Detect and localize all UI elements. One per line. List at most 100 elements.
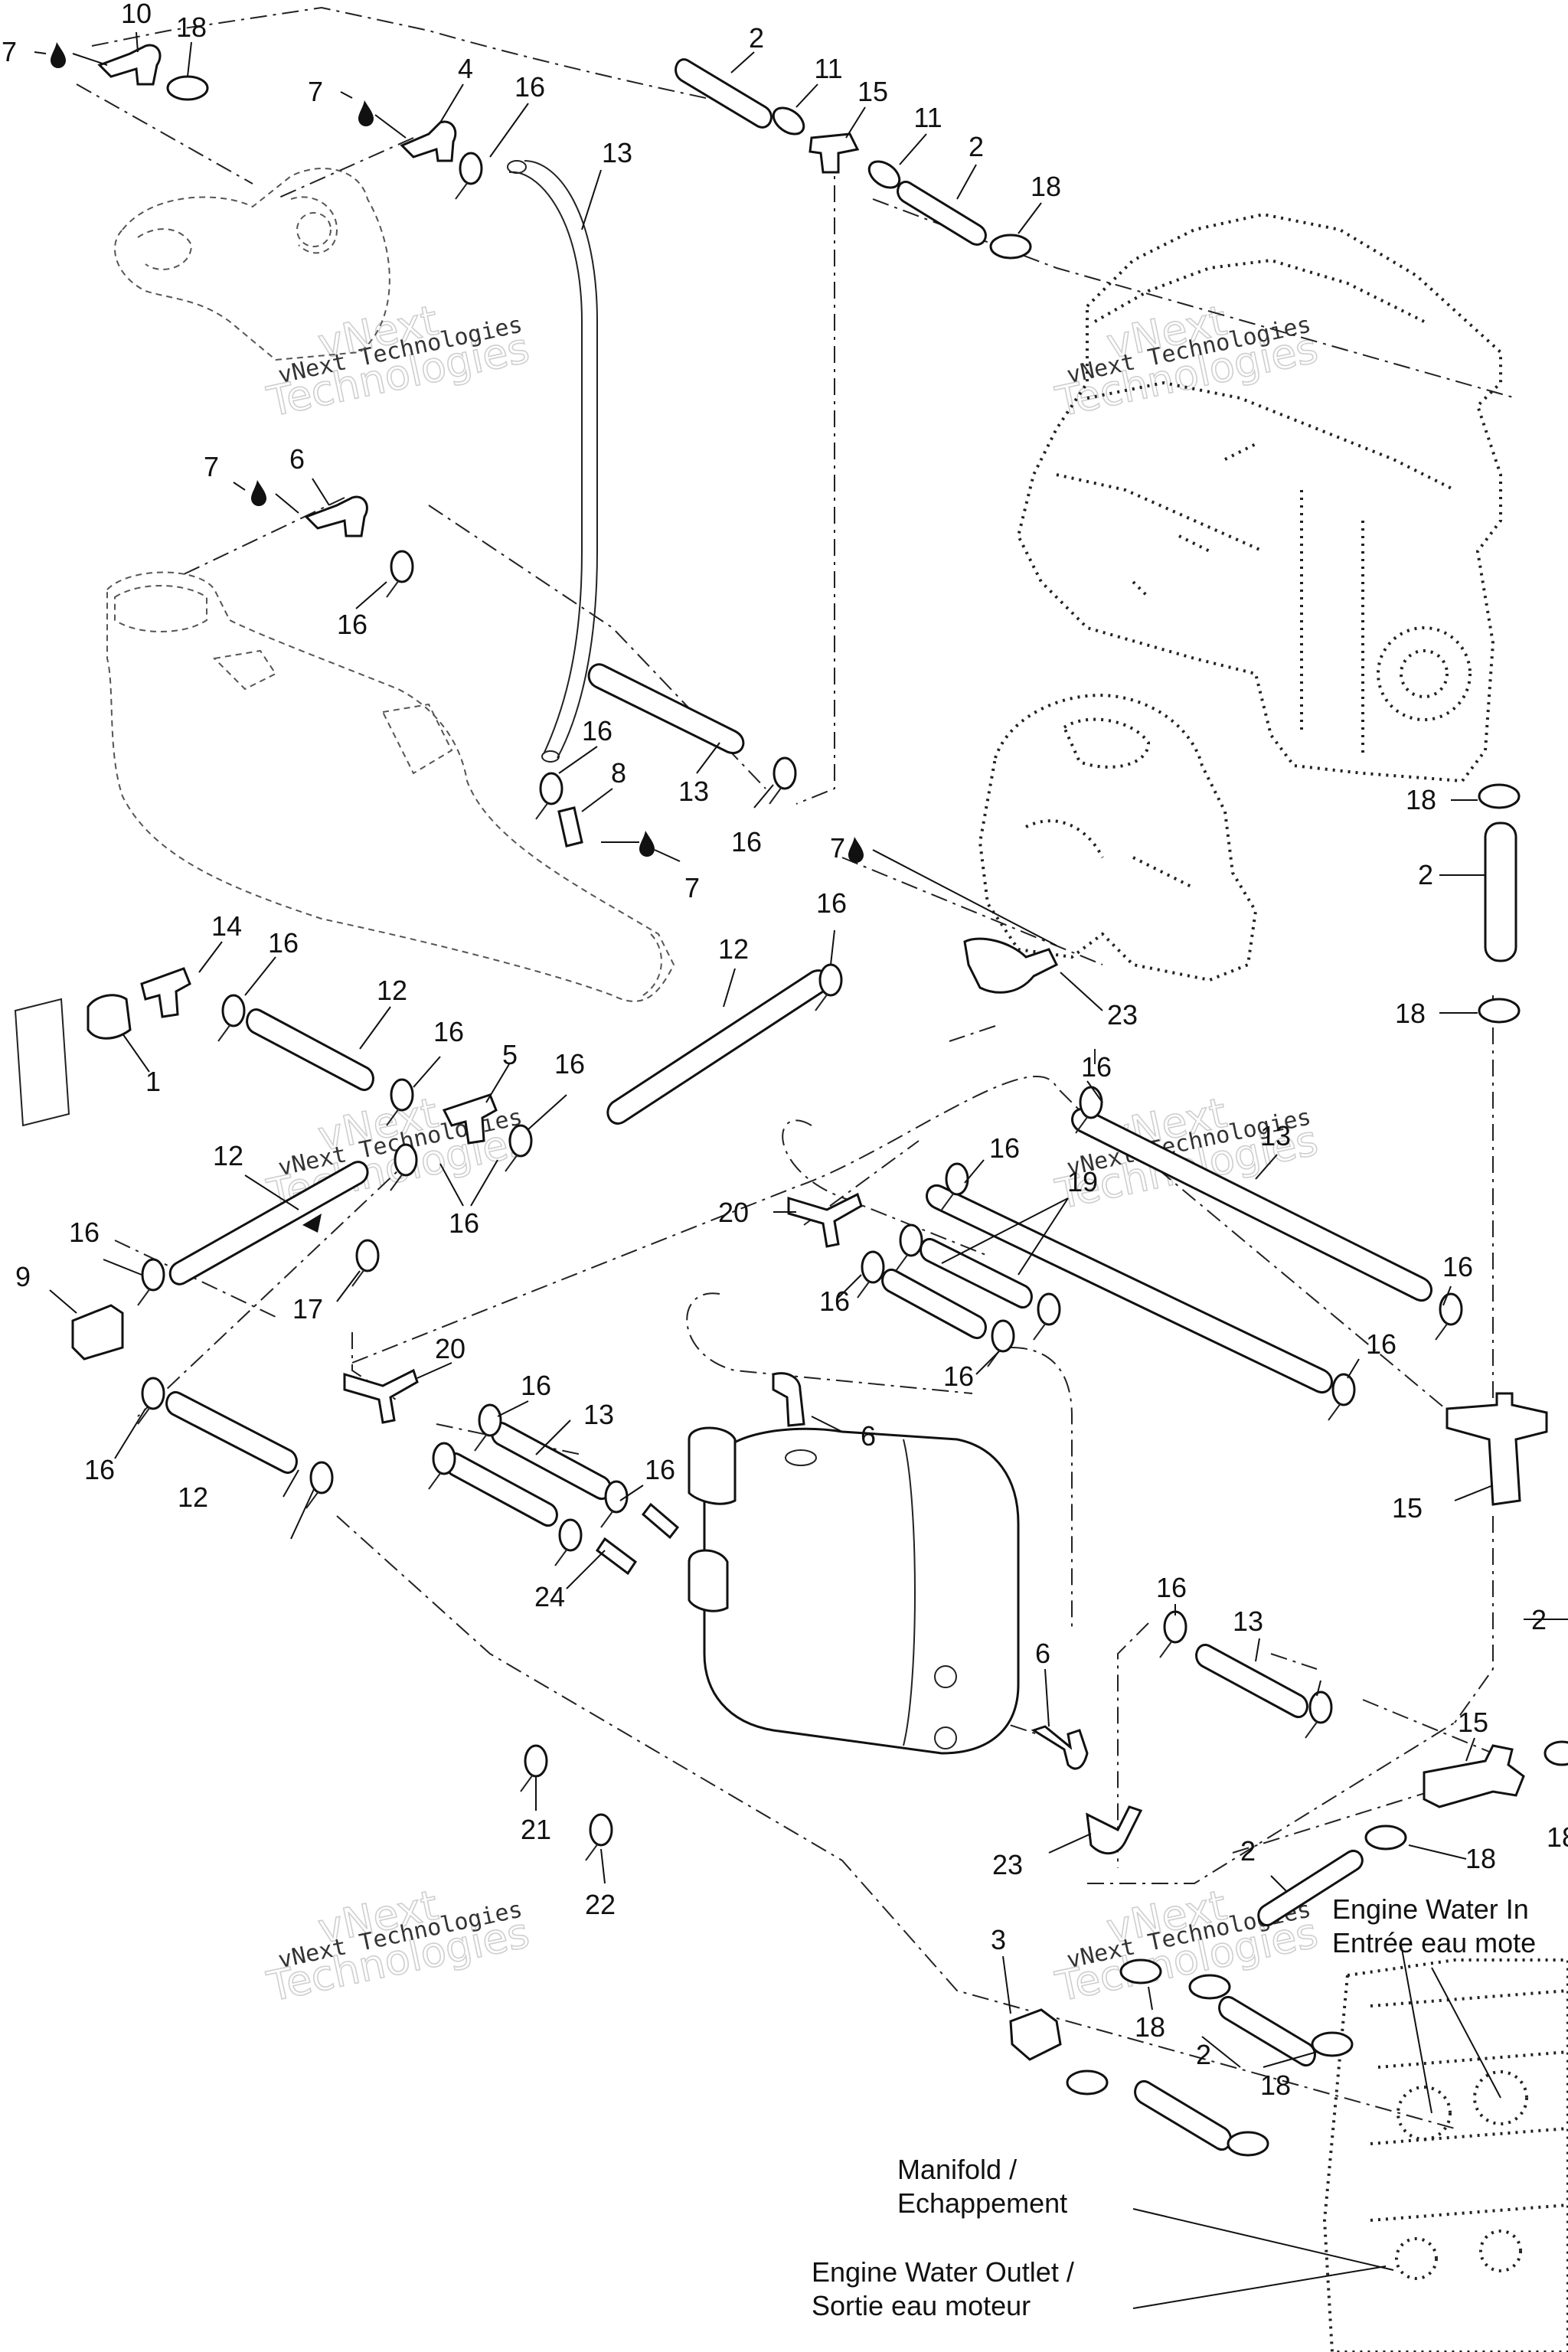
water-muffler <box>688 1426 1020 1755</box>
callout-label: 23 <box>1107 999 1138 1031</box>
hose-12-b <box>168 1161 369 1285</box>
hose-2-lower-a <box>1218 1995 1316 2067</box>
callout-label: 7 <box>684 872 700 903</box>
callout-label: 16 <box>816 887 847 919</box>
clamp-16 <box>474 1403 502 1452</box>
clamp-16 <box>386 1078 414 1126</box>
callout-label: 2 <box>749 22 764 54</box>
callout-label: 18 <box>1260 2069 1291 2101</box>
tee-fitting-15-top <box>808 132 860 174</box>
callout-label: 6 <box>861 1420 876 1452</box>
callout-label: 16 <box>268 927 299 959</box>
clamp-16 <box>1159 1610 1187 1658</box>
callout-label: 16 <box>521 1370 551 1401</box>
callout-label: 13 <box>602 137 632 168</box>
fitting-3 <box>1009 2008 1062 2061</box>
callout-label: 13 <box>1260 1120 1291 1152</box>
clamp-16 <box>351 1239 380 1287</box>
callout-label: 20 <box>435 1333 466 1364</box>
clamp-16 <box>305 1461 334 1509</box>
callout-label: 16 <box>1442 1251 1473 1282</box>
clamp-18 <box>1544 1740 1568 1766</box>
callout-label: 7 <box>830 832 845 864</box>
clamp-16 <box>769 756 797 805</box>
oil-drop-icon <box>848 837 864 863</box>
clamp-16 <box>505 1124 533 1172</box>
callout-label: 16 <box>69 1217 100 1248</box>
callout-label: 18 <box>1395 998 1426 1029</box>
engine-block <box>1016 212 1502 783</box>
fitting-24 <box>595 1537 638 1576</box>
watermark-group: vNext Technologies vNext Technologies vN… <box>262 296 1322 2012</box>
hose-2-lower-b <box>1134 2079 1232 2151</box>
plug-1 <box>87 994 132 1040</box>
clamp-16 <box>857 1250 885 1298</box>
callout-label: 13 <box>1233 1606 1263 1637</box>
tee-fitting-14 <box>140 967 191 1018</box>
hose-19-long <box>926 1184 1333 1394</box>
manifold-label: Manifold / <box>897 2154 1017 2185</box>
callout-label: 10 <box>121 0 152 29</box>
callout-label: 16 <box>1156 1572 1187 1603</box>
hose-19-b <box>881 1268 987 1340</box>
clamp-18 <box>1066 2069 1109 2096</box>
clamp-16 <box>386 550 414 598</box>
callout-label: 7 <box>204 451 219 482</box>
hose-2-vertical <box>1484 822 1517 962</box>
hose-13-muffler <box>1195 1643 1308 1719</box>
engine-water-inlet-label-fr: Entrée eau mote <box>1332 1927 1536 1958</box>
callout-label: 22 <box>585 1889 616 1920</box>
manifold-label-fr: Echappement <box>897 2187 1067 2219</box>
assembly-lines <box>76 6 1517 2129</box>
callout-label: 17 <box>292 1293 323 1325</box>
elbow-fitting-6-top <box>304 495 368 537</box>
clamp-16 <box>455 152 483 200</box>
fittings <box>14 44 1548 2061</box>
callout-label: 16 <box>819 1285 850 1317</box>
clamp-18 <box>1478 783 1521 809</box>
hose-2-top <box>675 58 773 129</box>
clamp-18 <box>1311 2031 1354 2057</box>
callout-label: 16 <box>731 826 762 858</box>
nipple-fitting-8 <box>557 806 583 848</box>
exhaust-manifold-upper <box>114 168 390 361</box>
callout-label: 2 <box>1531 1604 1547 1635</box>
flow-direction-arrow-icon <box>302 1214 322 1233</box>
clamp-18 <box>1478 998 1521 1024</box>
clamp-18 <box>1188 1974 1231 2000</box>
ring-11-b <box>867 160 901 189</box>
callout-label: 18 <box>1135 2011 1165 2043</box>
callout-label: 21 <box>521 1814 551 1845</box>
elbow-fitting-4 <box>400 120 457 162</box>
hose-12-a <box>246 1008 374 1092</box>
callout-label: 15 <box>1458 1707 1488 1738</box>
callout-label: 2 <box>1418 859 1433 890</box>
callout-label: 20 <box>718 1197 749 1228</box>
callout-label: 11 <box>814 53 842 84</box>
elbow-fitting-23-lower <box>1086 1805 1143 1855</box>
callout-label: 12 <box>213 1140 243 1171</box>
clamp-16 <box>390 1143 418 1191</box>
clamp-16 <box>137 1258 165 1306</box>
clamp-18 <box>1119 1958 1162 1984</box>
clamp-16 <box>217 994 246 1042</box>
callout-label: 2 <box>969 131 984 162</box>
oil-drop-icon <box>251 480 266 506</box>
callout-label: 7 <box>2 36 17 67</box>
callout-label: 16 <box>84 1454 115 1485</box>
clamp-16 <box>535 772 564 820</box>
callout-label: 9 <box>15 1261 31 1292</box>
tee-fitting-15-right <box>1446 1392 1548 1506</box>
elbow-fitting-23-top <box>963 937 1059 994</box>
clamp-16 <box>1305 1690 1333 1739</box>
callout-label: 5 <box>502 1039 518 1070</box>
annotation-notes: Engine Water In Entrée eau mote Manifold… <box>812 1893 1536 2321</box>
callout-label: 15 <box>858 76 888 107</box>
y-fitting-20-a <box>787 1192 863 1248</box>
oil-drop-icon <box>51 42 66 68</box>
hose-12-c <box>165 1390 298 1475</box>
y-fitting-20-b <box>343 1368 419 1424</box>
leader-lines <box>34 31 1568 2309</box>
callout-label: 16 <box>449 1207 479 1239</box>
